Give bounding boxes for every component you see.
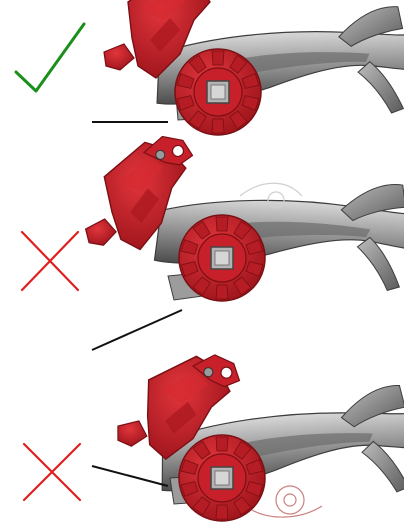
- panel-incorrect-tilted-down: [22, 134, 404, 350]
- reference-line: [92, 466, 168, 486]
- reference-line: [92, 310, 182, 350]
- panel-incorrect-tilted-up: [24, 343, 404, 521]
- panel-correct: [16, 0, 404, 135]
- check-mark-icon: [16, 24, 84, 91]
- ratchet-hub: [179, 435, 265, 521]
- x-mark-icon: [22, 232, 78, 290]
- ratchet-hub: [175, 49, 261, 135]
- x-mark-icon: [24, 444, 80, 500]
- ratchet-hub: [179, 215, 265, 301]
